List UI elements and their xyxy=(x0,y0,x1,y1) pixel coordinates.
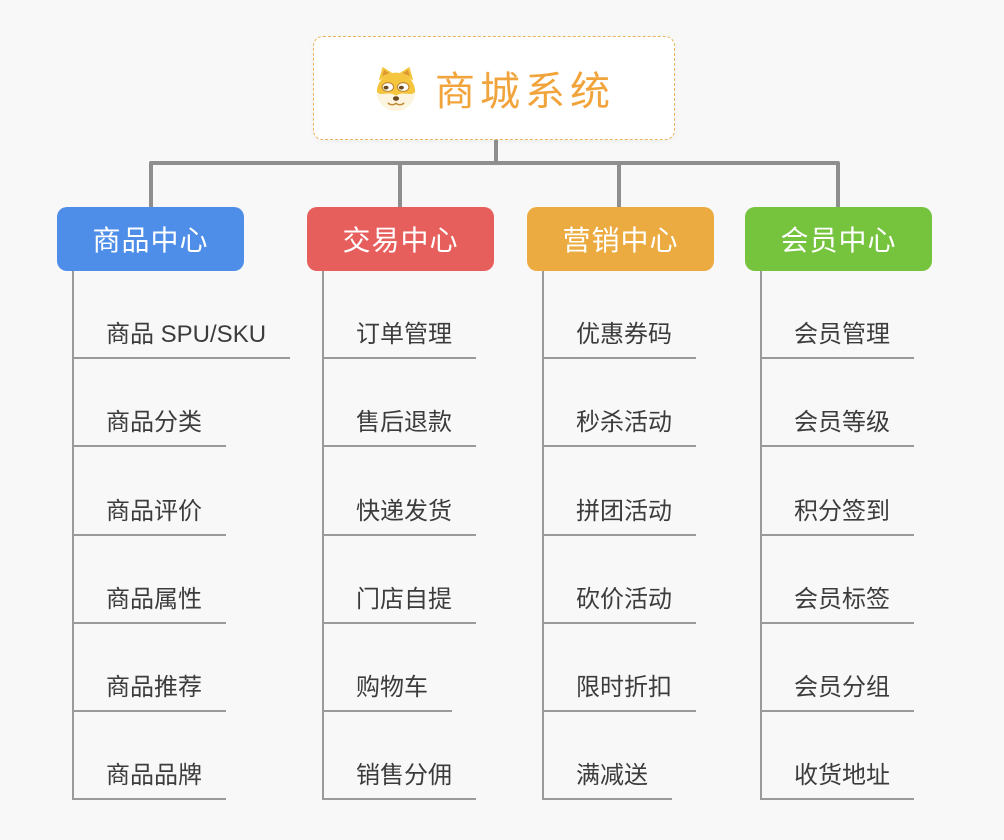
leaf-node[interactable]: 积分签到 xyxy=(762,447,914,536)
root-title: 商城系统 xyxy=(435,70,615,114)
root-node[interactable]: 商城系统 xyxy=(313,36,675,140)
branch-node-member-center[interactable]: 会员中心 xyxy=(745,207,932,271)
leaf-node[interactable]: 快递发货 xyxy=(324,447,476,536)
leaf-node[interactable]: 销售分佣 xyxy=(324,712,476,801)
leaf-node[interactable]: 收货地址 xyxy=(762,712,914,801)
leaf-node[interactable]: 售后退款 xyxy=(324,359,476,448)
connector-drop-member xyxy=(836,163,840,207)
leaf-node[interactable]: 会员标签 xyxy=(762,536,914,624)
branch-children-marketing-center: 优惠券码 秒杀活动 拼团活动 砍价活动 限时折扣 满减送 xyxy=(542,271,696,801)
leaf-node[interactable]: 商品评价 xyxy=(74,447,226,536)
branch-children-member-center: 会员管理 会员等级 积分签到 会员标签 会员分组 收货地址 xyxy=(760,271,914,801)
branch-node-trade-center[interactable]: 交易中心 xyxy=(307,207,494,271)
leaf-node[interactable]: 商品 SPU/SKU xyxy=(74,271,291,360)
branch-children-trade-center: 订单管理 售后退款 快递发货 门店自提 购物车 销售分佣 xyxy=(322,271,476,801)
leaf-node[interactable]: 商品属性 xyxy=(74,536,226,624)
branch-node-product-center[interactable]: 商品中心 xyxy=(57,207,244,271)
leaf-node[interactable]: 会员管理 xyxy=(762,271,914,360)
leaf-node[interactable]: 商品分类 xyxy=(74,359,226,448)
leaf-node[interactable]: 砍价活动 xyxy=(544,536,696,624)
leaf-node[interactable]: 满减送 xyxy=(544,712,672,801)
connector-horizontal-bar xyxy=(149,161,840,165)
connector-drop-marketing xyxy=(617,163,621,207)
connector-drop-product xyxy=(149,163,153,207)
branch-node-marketing-center[interactable]: 营销中心 xyxy=(527,207,714,271)
leaf-node[interactable]: 限时折扣 xyxy=(544,624,696,712)
leaf-node[interactable]: 订单管理 xyxy=(324,271,476,360)
dog-face-icon xyxy=(376,66,416,111)
leaf-node[interactable]: 商品品牌 xyxy=(74,712,226,801)
connector-drop-trade xyxy=(398,163,402,207)
leaf-node[interactable]: 秒杀活动 xyxy=(544,359,696,448)
leaf-node[interactable]: 会员分组 xyxy=(762,624,914,712)
leaf-node[interactable]: 购物车 xyxy=(324,624,452,712)
leaf-node[interactable]: 商品推荐 xyxy=(74,624,226,712)
leaf-node[interactable]: 优惠券码 xyxy=(544,271,696,360)
leaf-node[interactable]: 会员等级 xyxy=(762,359,914,448)
leaf-node[interactable]: 拼团活动 xyxy=(544,447,696,536)
branch-children-product-center: 商品 SPU/SKU 商品分类 商品评价 商品属性 商品推荐 商品品牌 xyxy=(72,271,291,801)
connector-root-stem xyxy=(494,140,498,163)
leaf-node[interactable]: 门店自提 xyxy=(324,536,476,624)
